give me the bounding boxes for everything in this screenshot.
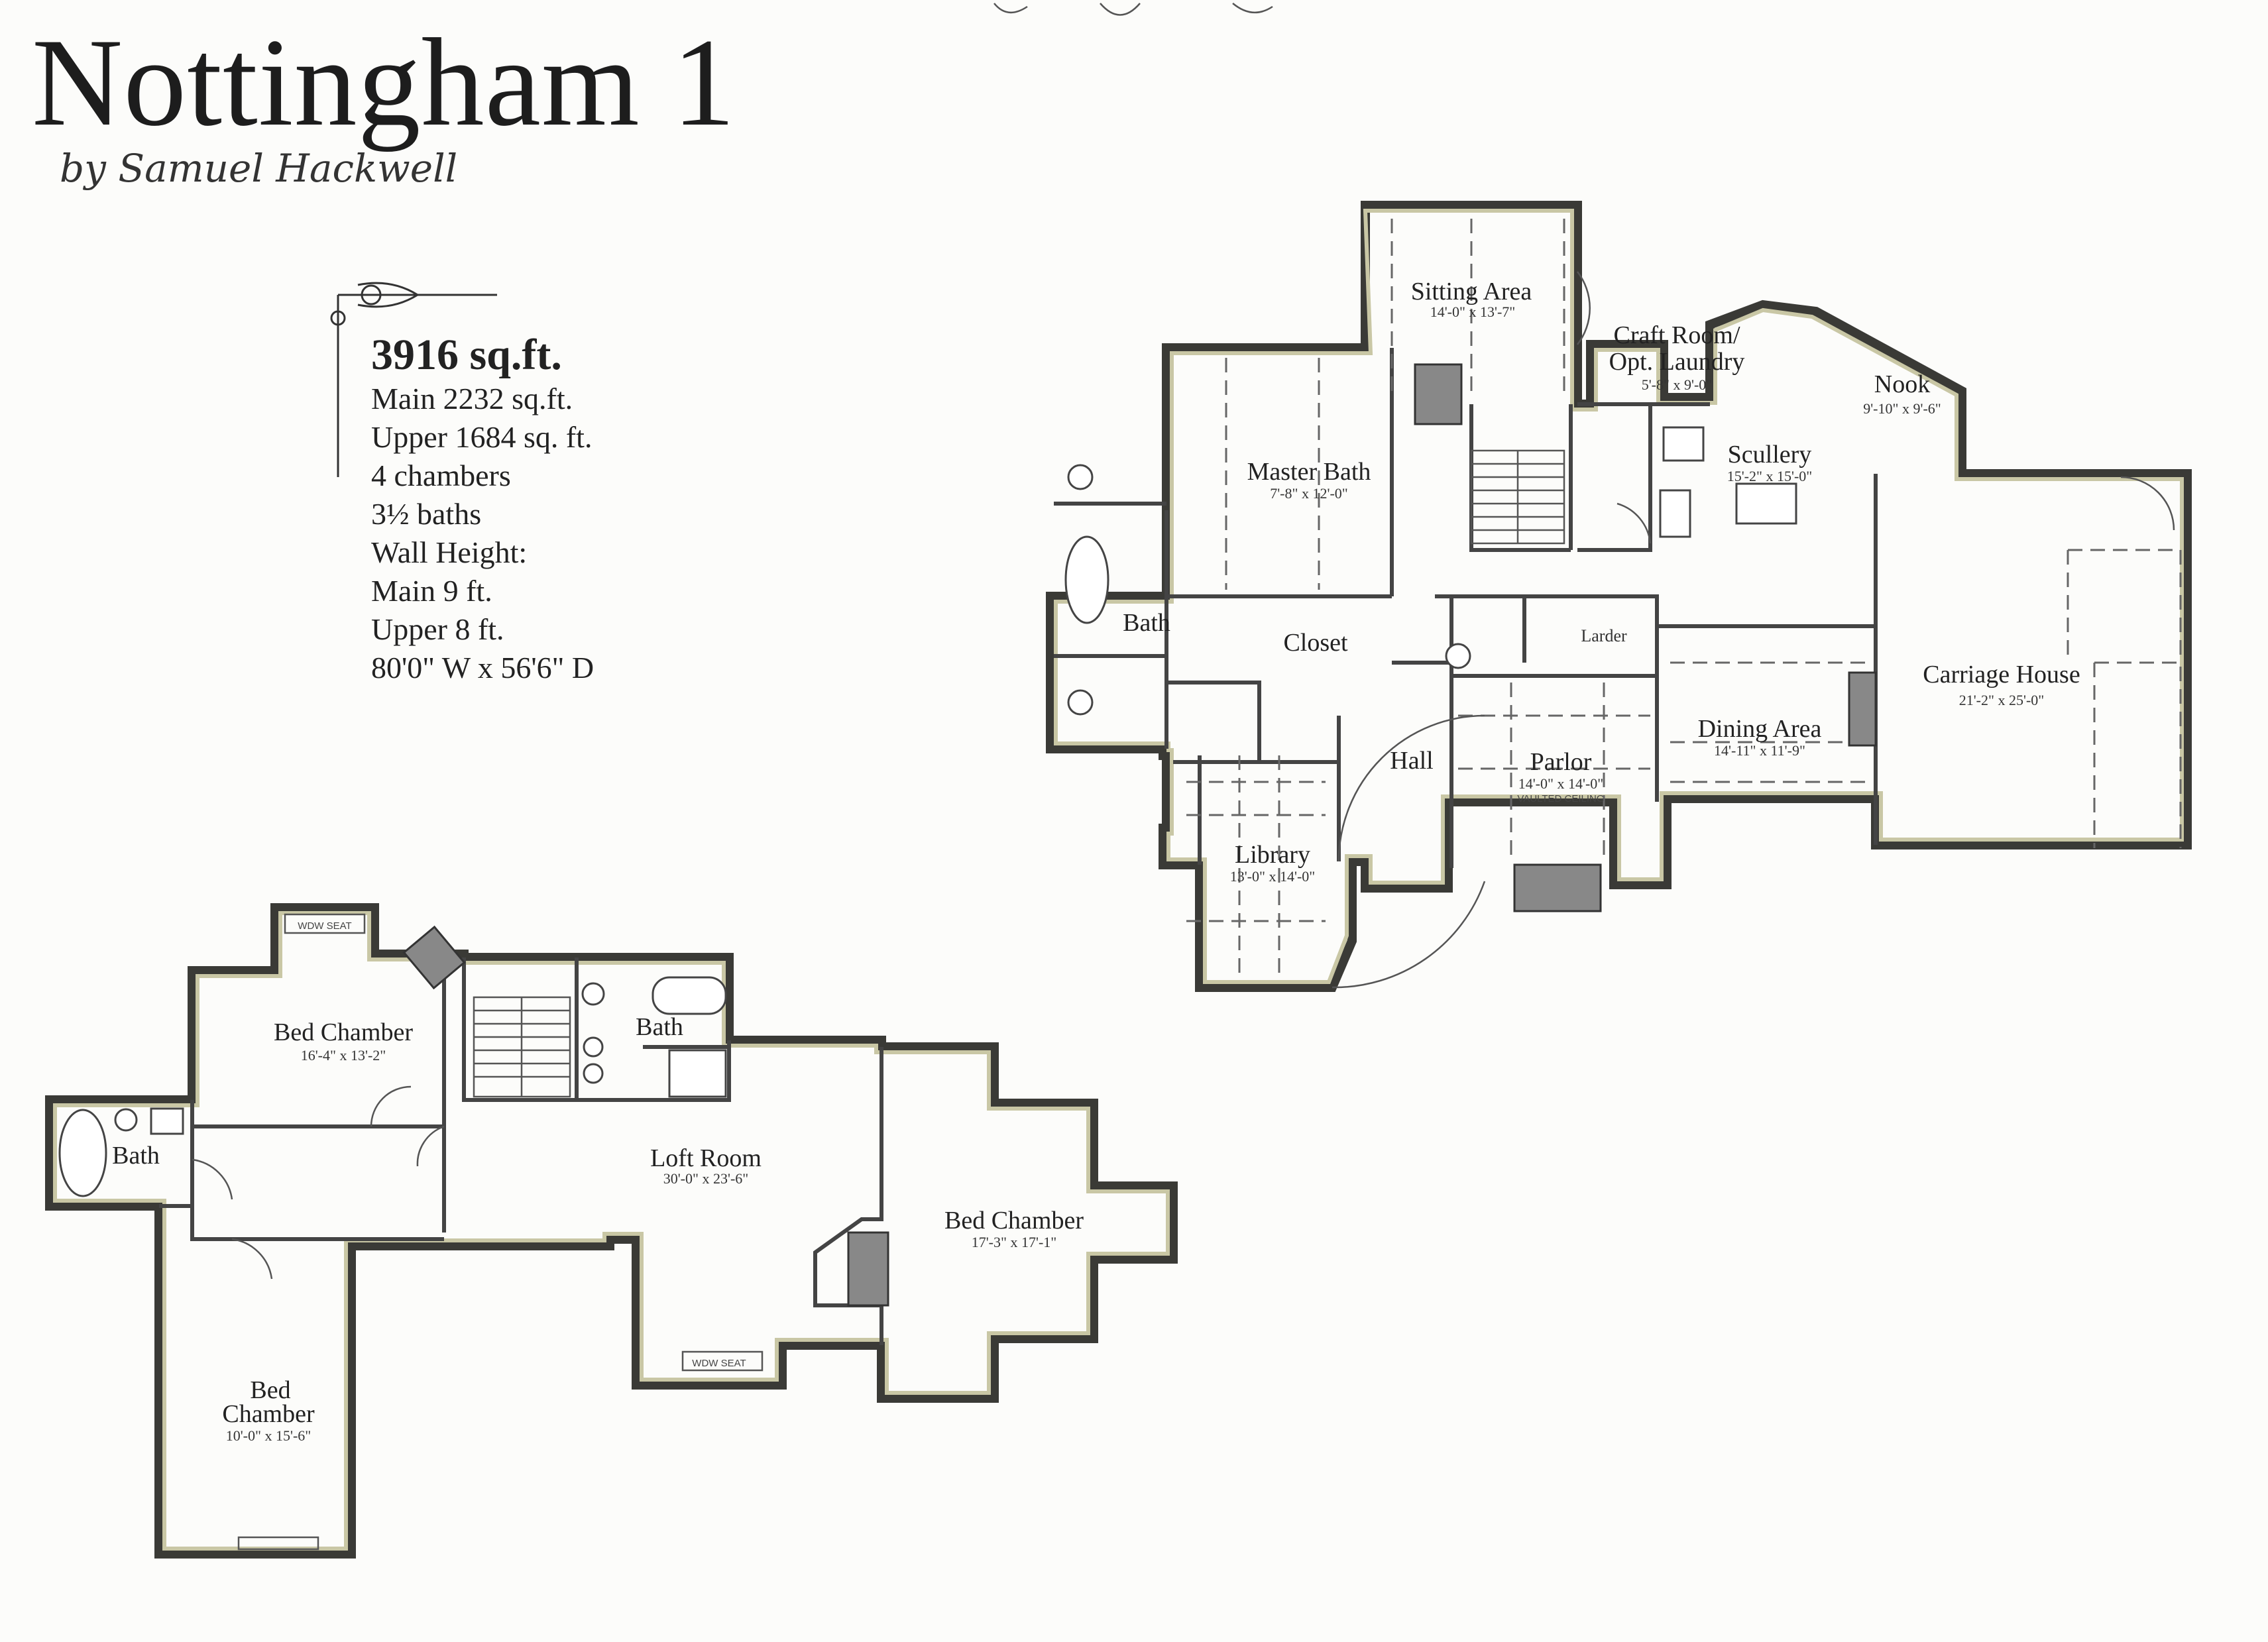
dining-area-dims: 14'-11" x 11'-9" bbox=[1714, 742, 1805, 759]
carriage-house-dims: 21'-2" x 25'-0" bbox=[1959, 692, 2045, 708]
bathtub bbox=[1064, 535, 1109, 624]
sitting-area-dims: 14'-0" x 13'-7" bbox=[1430, 303, 1516, 320]
bed-chamber-2-dims: 17'-3" x 17'-1" bbox=[972, 1234, 1057, 1250]
carriage-house-label: Carriage House bbox=[1923, 661, 2080, 688]
sitting-area-label: Sitting Area bbox=[1411, 278, 1532, 305]
nook-label: Nook bbox=[1874, 370, 1930, 398]
wall-height-label: Wall Height: bbox=[371, 535, 528, 569]
wall-height-upper: Upper 8 ft. bbox=[371, 612, 504, 646]
carriage-fireplace bbox=[1848, 671, 1877, 747]
bed-chamber-3-label-2: Chamber bbox=[222, 1400, 315, 1428]
chamber-count: 4 chambers bbox=[371, 458, 511, 492]
master-bath-label: Master Bath bbox=[1247, 458, 1371, 486]
library-label: Library bbox=[1235, 841, 1310, 869]
parlor-dims: 14'-0" x 14'-0" bbox=[1518, 775, 1604, 792]
bed-chamber-2-label: Bed Chamber bbox=[944, 1207, 1084, 1234]
upper-stair bbox=[473, 996, 571, 1098]
upper-tub bbox=[652, 976, 727, 1015]
scullery-dims: 15'-2" x 15'-0" bbox=[1727, 468, 1813, 484]
upper-bath-label: Bath bbox=[636, 1013, 683, 1041]
left-tub bbox=[58, 1109, 107, 1197]
upper-area: Upper 1684 sq. ft. bbox=[371, 419, 593, 454]
upper-fireplace-1 bbox=[402, 925, 466, 990]
bed-chamber-1-label: Bed Chamber bbox=[274, 1018, 413, 1046]
plan-statistics: 3916 sq.ft. Main 2232 sq.ft. Upper 1684 … bbox=[371, 331, 594, 687]
wdw-seat-label-2: WDW SEAT bbox=[692, 1358, 746, 1369]
designer-byline: by Samuel Hackwell bbox=[60, 146, 458, 191]
upper-fireplace-2 bbox=[847, 1231, 889, 1307]
plan-title: Nottingham 1 bbox=[32, 13, 736, 152]
closet-label: Closet bbox=[1283, 629, 1348, 657]
dining-area-label: Dining Area bbox=[1698, 715, 1822, 743]
parlor-note: VAULTED CEILING bbox=[1517, 793, 1604, 804]
parlor-label: Parlor bbox=[1530, 748, 1592, 776]
bath-count: 3½ baths bbox=[371, 496, 482, 531]
left-bath-label: Bath bbox=[112, 1142, 160, 1170]
shower bbox=[668, 1049, 727, 1098]
range bbox=[1659, 489, 1691, 538]
nook-dims: 9'-10" x 9'-6" bbox=[1863, 400, 1941, 417]
parlor-fireplace bbox=[1513, 863, 1602, 912]
bed-chamber-3-dims: 10'-0" x 15'-6" bbox=[226, 1427, 312, 1444]
craft-room-label: Craft Room/ bbox=[1613, 321, 1740, 349]
craft-room-dims: 5'-8" x 9'-0" bbox=[1642, 376, 1713, 393]
wall-height-main: Main 9 ft. bbox=[371, 573, 492, 608]
stats-ornament bbox=[330, 282, 497, 477]
main-floor-exterior-wall bbox=[1046, 201, 2192, 992]
main-stair bbox=[1470, 449, 1565, 545]
scullery-label: Scullery bbox=[1728, 441, 1812, 468]
toilet bbox=[1067, 464, 1094, 490]
upper-floor-plan: WDW SEAT WDW SEAT Bed Chamber 16'-4" x 1… bbox=[45, 903, 1178, 1559]
top-ornament bbox=[993, 3, 1273, 16]
bath-label: Bath bbox=[1123, 609, 1170, 637]
library-dims: 13'-0" x 14'-0" bbox=[1230, 868, 1316, 885]
wdw-seat-label-1: WDW SEAT bbox=[298, 920, 351, 932]
larder-label: Larder bbox=[1581, 626, 1627, 645]
sink bbox=[1662, 426, 1705, 462]
total-area: 3916 sq.ft. bbox=[371, 331, 562, 379]
kitchen-island bbox=[1735, 482, 1797, 525]
bed-chamber-3-label: Bed bbox=[250, 1376, 290, 1404]
craft-room-label-2: Opt. Laundry bbox=[1609, 348, 1745, 376]
bed-chamber-1-dims: 16'-4" x 13'-2" bbox=[301, 1047, 386, 1064]
main-area: Main 2232 sq.ft. bbox=[371, 381, 573, 415]
main-floor-plan: Sitting Area 14'-0" x 13'-7" Craft Room/… bbox=[1046, 201, 2192, 992]
hall-label: Hall bbox=[1390, 747, 1433, 775]
loft-room-dims: 30'-0" x 23'-6" bbox=[663, 1170, 749, 1187]
loft-room-label: Loft Room bbox=[650, 1144, 762, 1172]
master-bath-dims: 7'-8" x 12'-0" bbox=[1270, 485, 1348, 502]
footprint-dimensions: 80'0" W x 56'6" D bbox=[371, 650, 595, 684]
sitting-fireplace bbox=[1414, 363, 1463, 425]
